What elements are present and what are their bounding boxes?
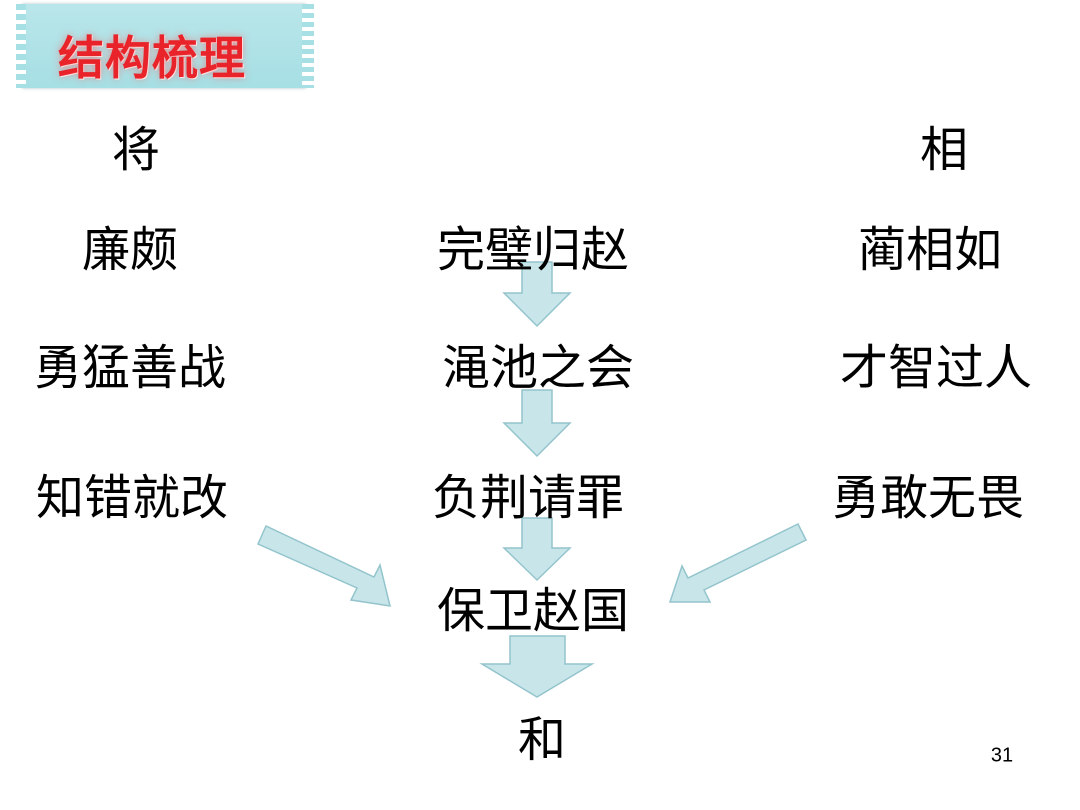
right-name: 蔺相如: [857, 222, 1003, 278]
arrow-down-3: [502, 517, 572, 582]
arrow-down-4: [479, 635, 595, 698]
right-trait-1: 才智过人: [839, 340, 1033, 396]
right-header: 相: [919, 122, 969, 178]
center-event-1: 完璧归赵: [436, 222, 630, 278]
center-result: 和: [517, 712, 567, 768]
center-event-3: 负荆请罪: [431, 470, 625, 526]
left-header: 将: [111, 122, 161, 178]
left-name: 廉颇: [81, 222, 179, 278]
arrow-down-2: [502, 389, 572, 458]
title-banner: [16, 4, 314, 88]
left-trait-2: 知错就改: [35, 470, 229, 526]
slide-title: 结构梳理: [58, 31, 246, 85]
center-outcome: 保卫赵国: [436, 583, 630, 639]
page-number: 31: [990, 744, 1014, 767]
right-trait-2: 勇敢无畏: [831, 470, 1025, 526]
arrow-down-1: [502, 261, 572, 328]
arrow-diagonal-right: [668, 522, 808, 603]
center-event-2: 渑池之会: [441, 340, 635, 396]
arrow-diagonal-left: [257, 524, 391, 607]
left-trait-1: 勇猛善战: [33, 340, 227, 396]
